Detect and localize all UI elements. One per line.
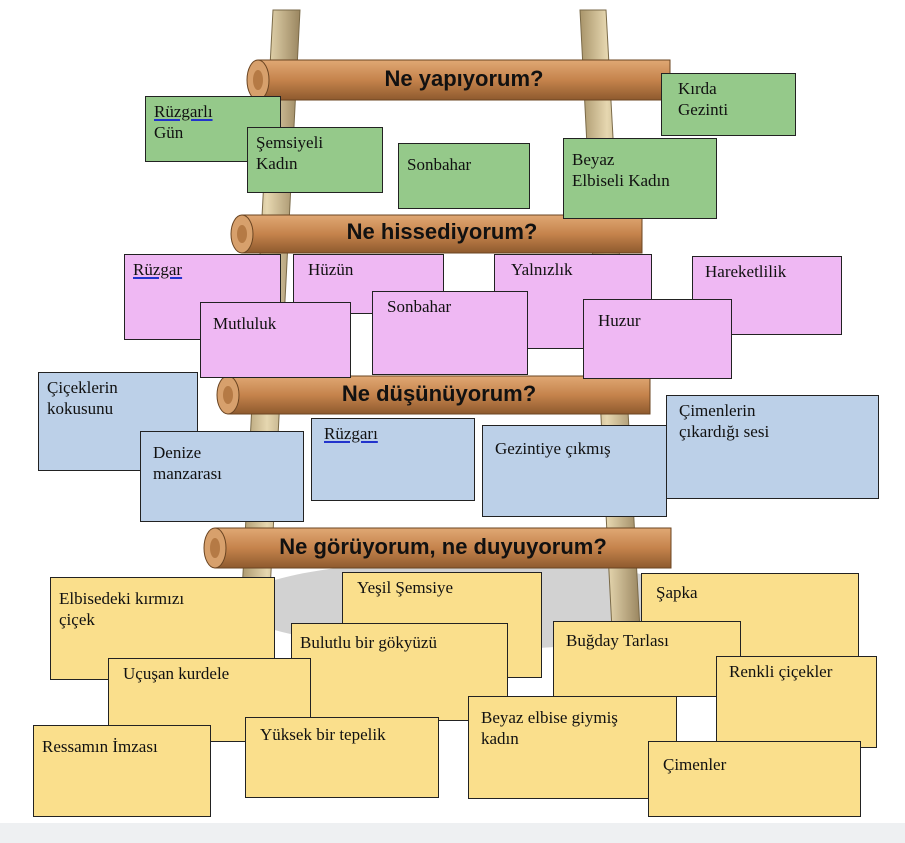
card-line: Şapka [656,583,698,602]
card-line: Sonbahar [387,297,452,316]
card-line: Hüzün [308,260,354,279]
card-line: Hareketlilik [705,262,787,281]
card-line: Renkli çiçekler [729,662,833,681]
card-line: Gezintiye çıkmış [495,439,611,458]
card-line: Rüzgarlı [154,102,213,121]
see-card-ressamin-imzasi: Ressamın İmzası [33,725,211,817]
see-card-cimenler: Çimenler [648,741,861,817]
card-line: Sonbahar [407,155,472,174]
think-card-ruzgari: Rüzgarı [311,418,475,501]
card-line: Elbiseli Kadın [572,171,670,190]
card-line: Çiçeklerin [47,378,118,397]
log-1 [246,59,671,101]
think-card-denize-manzarasi: Denize manzarası [140,431,304,522]
feel-card-mutluluk: Mutluluk [200,302,351,378]
card-line: Gezinti [678,100,729,119]
card-line: Uçuşan kurdele [123,664,230,683]
log-4 [203,527,672,569]
card-line: Çimenlerin [679,401,756,420]
card-line: kokusunu [47,399,114,418]
heading-ne-dusunuyorum: Ne düşünüyorum? [341,381,537,406]
card-line: Kırda [678,79,717,98]
card-line: Yeşil Şemsiye [357,578,454,597]
see-card-renkli-cicekler: Renkli çiçekler [716,656,877,748]
card-line: Yalnızlık [511,260,573,279]
feel-card-sonbahar: Sonbahar [372,291,528,375]
heading-ne-hissediyorum: Ne hissediyorum? [346,219,538,244]
bottom-band [0,823,905,843]
card-line: kadın [481,729,519,748]
card-line: Beyaz [572,150,615,169]
think-card-gezintiye-cikmis: Gezintiye çıkmış [482,425,667,517]
card-line: Çimenler [663,755,727,774]
card-line: çiçek [59,610,95,629]
do-card-kirda-gezinti: Kırda Gezinti [661,73,796,136]
see-card-beyaz-elbise-giymis-kadin: Beyaz elbise giymiş kadın [468,696,677,799]
card-line: Şemsiyeli [256,133,324,152]
card-line: Mutluluk [213,314,277,333]
log-2 [230,214,643,254]
see-card-bugday-tarlasi: Buğday Tarlası [553,621,741,697]
card-line: Elbisedeki kırmızı [59,589,185,608]
card-line: Rüzgarı [324,424,378,443]
log-3 [216,375,651,415]
card-line: Denize [153,443,202,462]
think-card-cimenlerin-cikardigi-sesi: Çimenlerin çıkardığı sesi [666,395,879,499]
card-line: manzarası [153,464,222,483]
card-line: Beyaz elbise giymiş [481,708,618,727]
do-card-semsiyeli-kadin: Şemsiyeli Kadın [247,127,383,193]
card-line: Rüzgar [133,260,183,279]
card-line: Gün [154,123,184,142]
card-line: Huzur [598,311,641,330]
do-card-sonbahar: Sonbahar [398,143,530,209]
feel-card-huzur: Huzur [583,299,732,379]
card-line: Ressamın İmzası [42,737,158,756]
do-card-beyaz-elbiseli-kadin: Beyaz Elbiseli Kadın [563,138,717,219]
heading-ne-goruyorum: Ne görüyorum, ne duyuyorum? [279,534,607,559]
card-line: Buğday Tarlası [566,631,669,650]
card-line: Bulutlu bir gökyüzü [300,633,437,652]
card-line: çıkardığı sesi [679,422,770,441]
card-line: Kadın [256,154,298,173]
heading-ne-yapiyorum: Ne yapıyorum? [384,66,544,91]
see-card-yuksek-bir-tepelik: Yüksek bir tepelik [245,717,439,798]
card-line: Yüksek bir tepelik [260,725,386,744]
